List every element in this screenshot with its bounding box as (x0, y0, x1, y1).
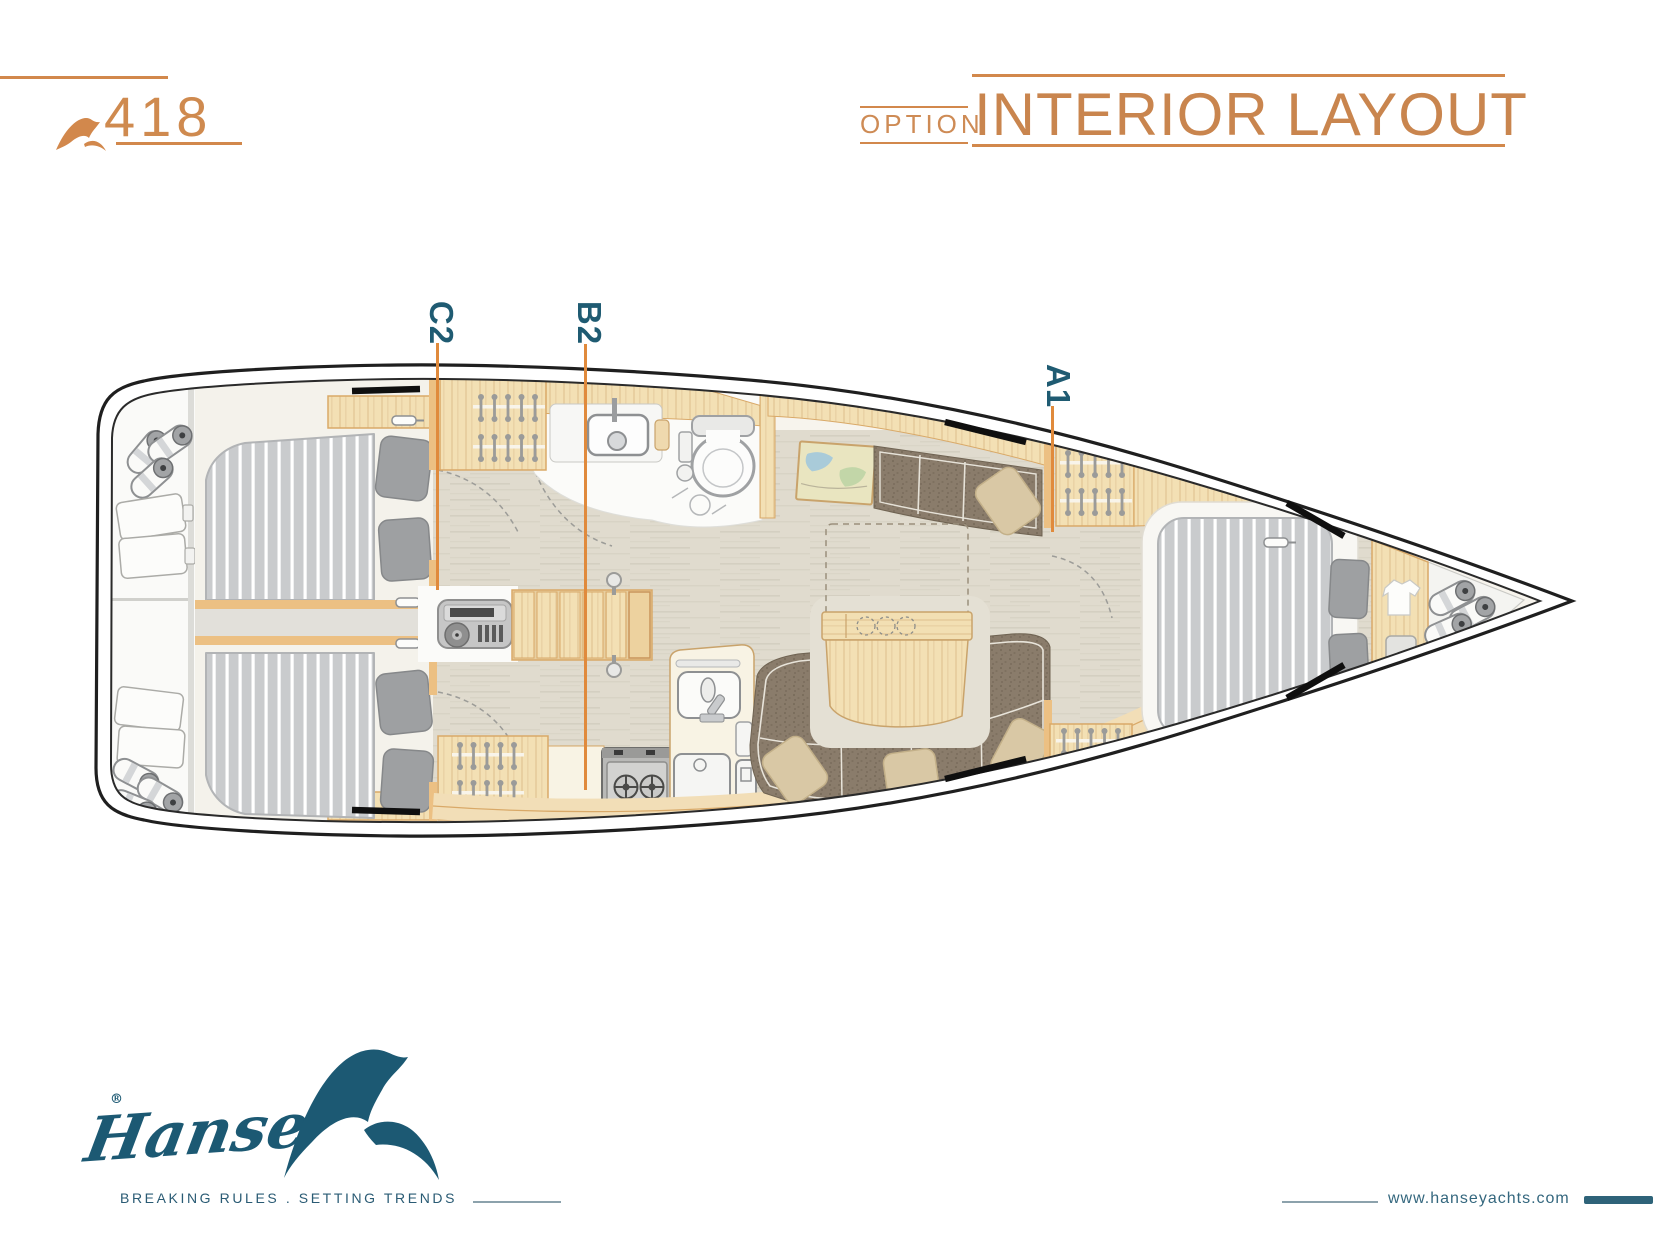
page-title: INTERIOR LAYOUT (974, 81, 1528, 148)
footer-bar (1584, 1196, 1653, 1204)
fwd-pillow-1 (1328, 558, 1370, 620)
stern-cushions-port (115, 493, 196, 580)
title-rule-bottom (972, 144, 1505, 147)
marker-label-a1: A1 (1040, 363, 1077, 409)
registered-mark: ® (110, 1092, 123, 1107)
model-underline (116, 142, 242, 145)
aft-port-bed (205, 433, 375, 601)
option-rule-bottom (860, 142, 968, 144)
nav-station (767, 391, 1049, 537)
model-number: 418 (104, 85, 213, 148)
forward-bulkhead (1044, 432, 1052, 792)
galley (547, 644, 757, 821)
title-rule-top (972, 74, 1505, 77)
marker-label-b2: B2 (571, 300, 608, 346)
stern-lockers (111, 378, 198, 823)
tshirt-icon (1382, 579, 1421, 616)
aft-bulkheads (429, 378, 437, 823)
aft-port-pillow-1 (374, 435, 434, 502)
brand-tagline: BREAKING RULES . SETTING TRENDS (120, 1190, 458, 1206)
marker-line-a1 (1051, 406, 1054, 532)
salon-table (821, 611, 973, 728)
aft-port-headboard-shelf (327, 395, 435, 429)
basin-faucet (612, 398, 617, 422)
deck-window-marks (351, 385, 1346, 816)
bow-seat (1371, 538, 1429, 708)
toilet-pump (678, 431, 693, 463)
footer-rule-right (1282, 1201, 1378, 1203)
option-label: OPTION (860, 109, 984, 139)
shower-drain (689, 494, 711, 516)
stair-handle-top (606, 572, 622, 595)
fwd-cabin-bed (1141, 501, 1370, 751)
marker-label-c2: C2 (423, 300, 460, 346)
wet-head (511, 381, 776, 528)
marker-line-c2 (436, 343, 439, 590)
aft-cabins-divider (195, 597, 433, 649)
stern-cushions-starboard (113, 686, 186, 769)
bench-pillow-tan (974, 466, 1042, 536)
aft-cabin-starboard (205, 652, 435, 821)
website-link[interactable]: www.hanseyachts.com (1388, 1190, 1570, 1207)
brand-wave-icon (284, 1049, 439, 1180)
header-left-rule (0, 76, 168, 79)
companionway-stairs (511, 572, 653, 678)
sofa-pillow-1 (761, 735, 829, 805)
aft-stbd-bed (205, 652, 375, 819)
door-swing-arcs (437, 469, 1113, 749)
model-wave-icon (56, 118, 106, 151)
aft-stbd-pillow-1 (375, 669, 433, 736)
aft-stbd-pillow-2 (379, 748, 435, 813)
option-rule-top (860, 106, 968, 108)
footer-rule-left (473, 1201, 561, 1203)
aft-port-pillow-2 (377, 517, 433, 582)
corridor-wardrobe (439, 378, 547, 471)
stair-handle-bottom (606, 655, 622, 678)
engine-room (418, 586, 518, 662)
aft-cabin-port (205, 395, 435, 601)
marker-line-b2 (584, 344, 587, 790)
nav-chart (795, 440, 877, 506)
